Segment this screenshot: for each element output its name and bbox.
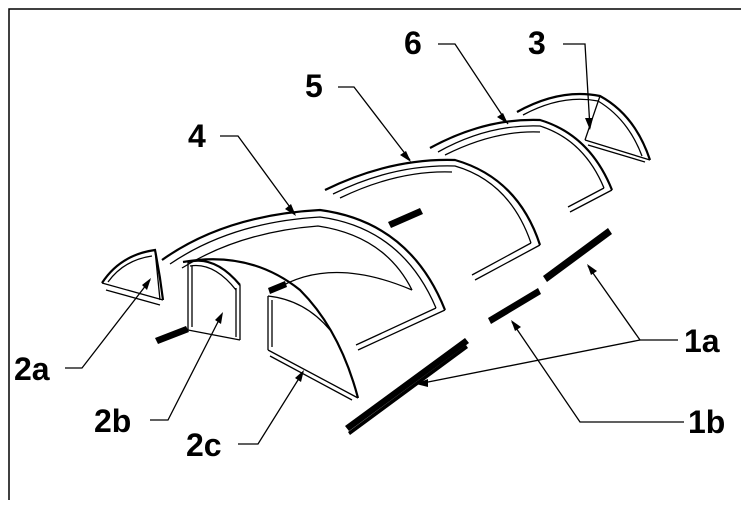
- end-dome-3: [516, 92, 652, 163]
- label-2c: 2c: [186, 427, 222, 463]
- door-panel-2b: [187, 259, 241, 341]
- segment-4: [161, 208, 447, 351]
- segment-5: [324, 158, 542, 281]
- door-panel-2c: [182, 258, 360, 401]
- leader-lines: [65, 43, 684, 445]
- rail-1b: [488, 288, 541, 324]
- label-4: 4: [188, 118, 206, 154]
- segment-6: [429, 118, 614, 213]
- label-2b: 2b: [94, 403, 131, 439]
- rail-1a-back: [543, 228, 612, 282]
- label-1a: 1a: [684, 323, 720, 359]
- label-2a: 2a: [14, 351, 50, 387]
- end-dome-2a: [101, 248, 165, 306]
- frame-border: [8, 8, 741, 500]
- label-3: 3: [528, 25, 546, 61]
- crossbars: [155, 208, 423, 344]
- label-6: 6: [404, 25, 422, 61]
- label-1b: 1b: [688, 404, 725, 440]
- label-5: 5: [305, 68, 323, 104]
- rail-1a-front: [345, 338, 469, 435]
